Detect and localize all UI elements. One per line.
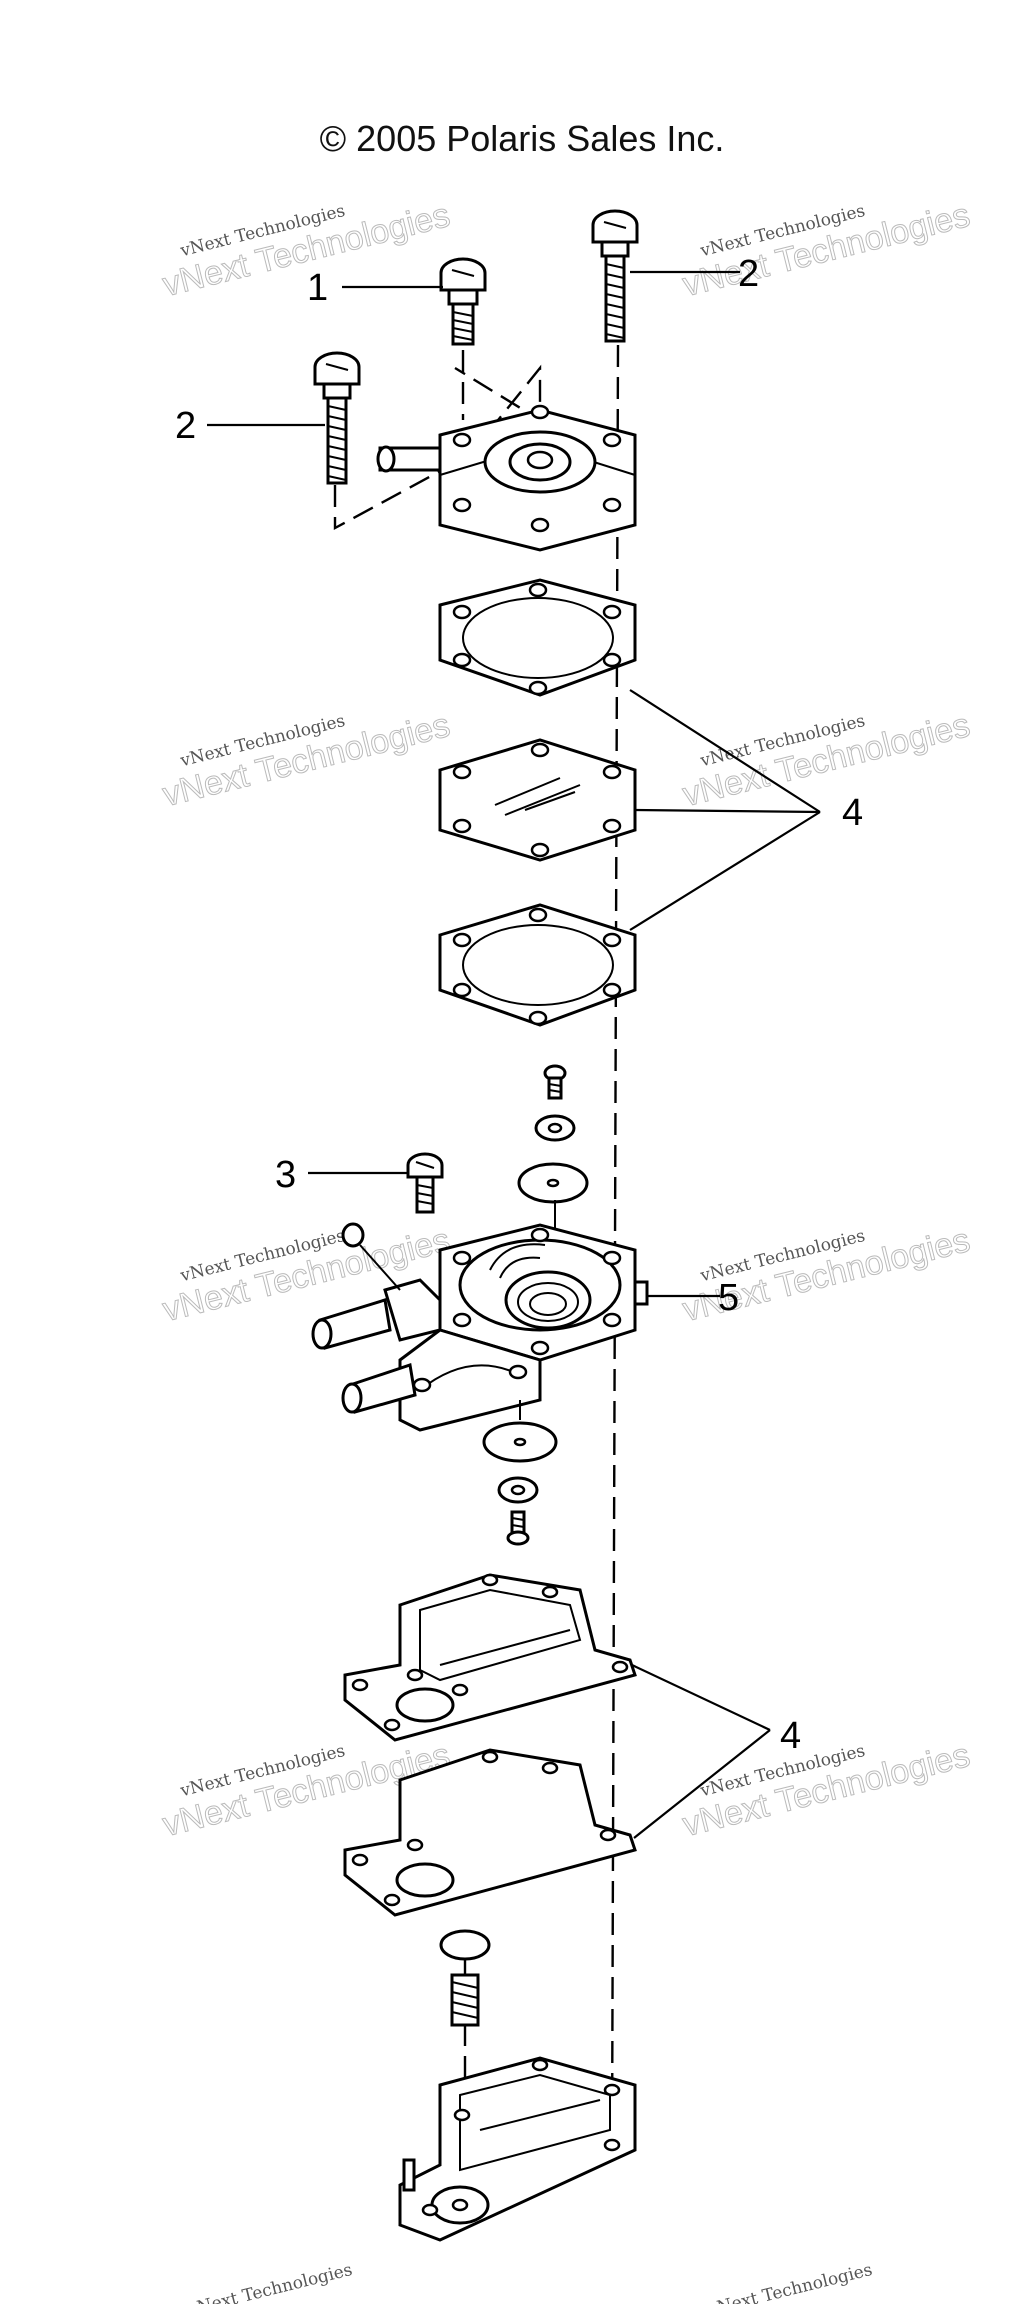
watermark-low-right: vNext Technologies vNext Technologies: [679, 1736, 975, 1845]
gasket-upper-1: [438, 578, 637, 697]
watermark-bottom-left: vNext Technologies: [185, 2260, 355, 2304]
valve-disc-upper: [517, 1162, 589, 1204]
gasket-lower-1: [343, 1573, 637, 1742]
callout-1: 1: [307, 267, 328, 309]
valve-washer-lower: [497, 1476, 539, 1504]
watermark-text: vNext Technologies: [185, 2260, 355, 2304]
spring: [450, 1973, 480, 2027]
valve-washer-upper: [534, 1114, 576, 1142]
callout-2b: 2: [175, 405, 196, 447]
screw-short-1: [439, 257, 487, 346]
watermark-mid-right: vNext Technologies vNext Technologies: [679, 706, 975, 815]
screw-long-2a: [591, 209, 639, 343]
callout-5: 5: [718, 1277, 739, 1319]
gasket-upper-2: [438, 903, 637, 1027]
watermark-top-left: vNext Technologies vNext Technologies: [159, 196, 455, 305]
valve-screw-upper: [543, 1064, 567, 1100]
leader-lines-4b: [631, 1664, 771, 1839]
pump-top-cover: [376, 404, 637, 552]
gasket-lower-2: [343, 1748, 637, 1917]
watermark-bottom-right: vNext Technologies: [705, 2260, 875, 2304]
callout-3: 3: [275, 1154, 296, 1196]
leader-lines-4a: [629, 689, 821, 931]
pump-base-plate: [398, 2056, 637, 2242]
watermark-text: vNext Technologies: [705, 2260, 875, 2304]
watermark-top-right: vNext Technologies vNext Technologies: [679, 196, 975, 305]
diaphragm-plate: [438, 738, 637, 862]
valve-screw-lower: [506, 1510, 530, 1546]
screw-2-axis-dashed: [333, 364, 542, 531]
spring-cap: [439, 1929, 491, 1961]
screw-3: [406, 1152, 444, 1214]
screw-long-2b: [313, 351, 361, 485]
valve-disc-lower: [482, 1421, 558, 1463]
callout-4b: 4: [780, 1715, 801, 1757]
callout-4a: 4: [842, 792, 863, 834]
copyright-title: © 2005 Polaris Sales Inc.: [319, 118, 725, 159]
pump-body: [311, 1222, 649, 1432]
watermark-mid-left: vNext Technologies vNext Technologies: [159, 706, 455, 815]
callout-2a: 2: [738, 253, 759, 295]
